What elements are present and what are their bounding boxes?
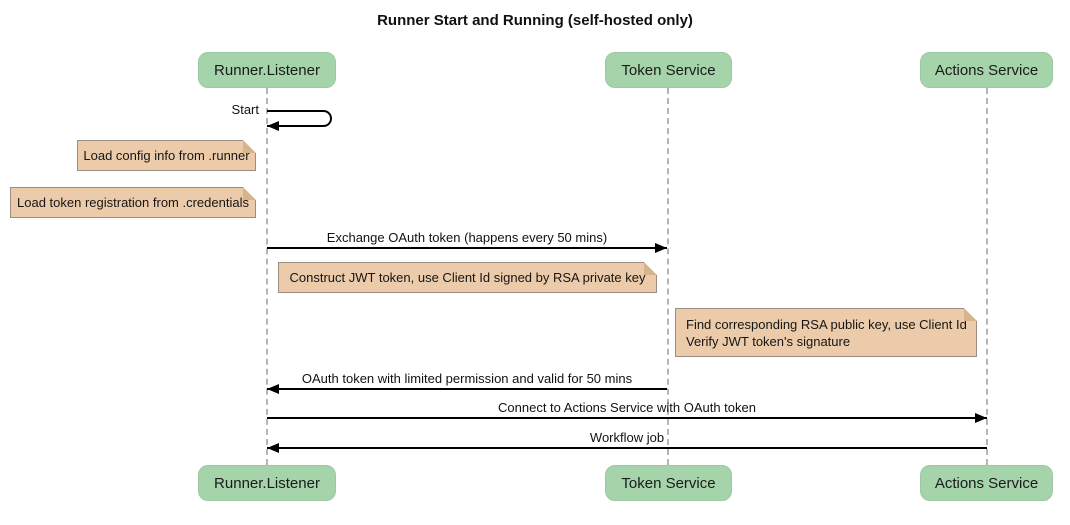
note-text: Load config info from .runner: [83, 148, 250, 163]
participant-token-service-top: Token Service: [605, 52, 732, 88]
lifeline-runner-listener: [266, 88, 268, 465]
lifeline-actions-service: [986, 88, 988, 465]
message-oauth-token-line: [267, 388, 667, 390]
participant-actions-service-bottom: Actions Service: [920, 465, 1053, 501]
participant-label: Runner.Listener: [214, 474, 320, 492]
message-start-label: Start: [231, 102, 259, 117]
message-connect-actions-line: [267, 417, 987, 419]
note-load-config: Load config info from .runner: [77, 140, 256, 171]
participant-label: Token Service: [621, 61, 716, 79]
note-text-line: Verify JWT token's signature: [686, 334, 851, 349]
note-fold-corner-icon: [644, 262, 657, 275]
message-workflow-job-line: [267, 447, 987, 449]
participant-label: Actions Service: [934, 61, 1039, 79]
message-oauth-token-arrowhead: [267, 384, 279, 394]
participant-label: Runner.Listener: [214, 61, 320, 79]
participant-actions-service-top: Actions Service: [920, 52, 1053, 88]
message-oauth-token-label: OAuth token with limited permission and …: [301, 371, 633, 386]
note-text: Load token registration from .credential…: [17, 195, 249, 210]
participant-runner-listener-bottom: Runner.Listener: [198, 465, 336, 501]
note-construct-jwt: Construct JWT token, use Client Id signe…: [278, 262, 657, 293]
lifeline-token-service: [667, 88, 669, 465]
participant-label: Token Service: [621, 474, 716, 492]
diagram-title: Runner Start and Running (self-hosted on…: [377, 12, 693, 29]
message-exchange-oauth-line: [267, 247, 667, 249]
note-text: Construct JWT token, use Client Id signe…: [289, 270, 646, 285]
message-workflow-job-arrowhead: [267, 443, 279, 453]
message-start-self-loop: [267, 110, 332, 127]
note-text-line: Find corresponding RSA public key, use C…: [686, 317, 967, 332]
note-fold-corner-icon: [243, 140, 256, 153]
message-exchange-oauth-arrowhead: [655, 243, 667, 253]
participant-runner-listener-top: Runner.Listener: [198, 52, 336, 88]
message-exchange-oauth-label: Exchange OAuth token (happens every 50 m…: [326, 230, 608, 245]
note-load-token-registration: Load token registration from .credential…: [10, 187, 256, 218]
message-start-arrowhead: [267, 121, 279, 131]
message-connect-actions-label: Connect to Actions Service with OAuth to…: [498, 400, 756, 415]
message-connect-actions-arrowhead: [975, 413, 987, 423]
participant-token-service-bottom: Token Service: [605, 465, 732, 501]
note-verify-jwt: Find corresponding RSA public key, use C…: [675, 308, 977, 357]
note-fold-corner-icon: [243, 187, 256, 200]
message-workflow-job-label: Workflow job: [589, 430, 665, 445]
participant-label: Actions Service: [934, 474, 1039, 492]
note-fold-corner-icon: [964, 308, 977, 321]
